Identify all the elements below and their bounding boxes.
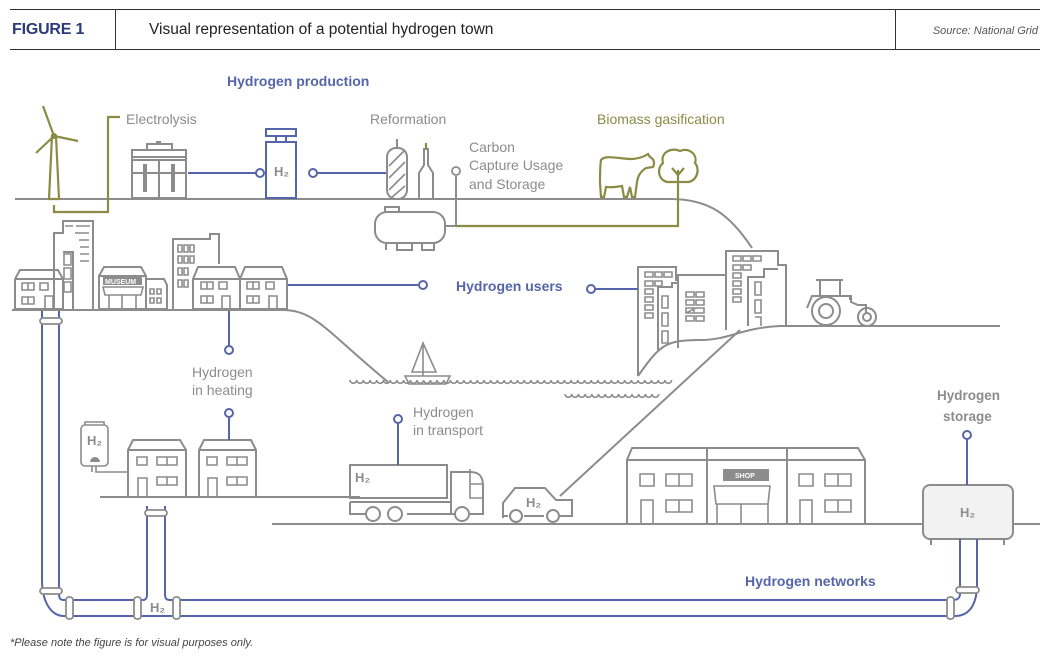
gas-cylinder-icon: H₂	[265, 128, 297, 199]
section-hydrogen-networks: Hydrogen networks	[745, 573, 876, 589]
connector-node	[308, 168, 318, 178]
storage-tank-icon	[374, 206, 446, 251]
ccus-pipe	[445, 176, 457, 227]
hydrogen-network-pipes: H₂	[39, 311, 980, 620]
ground-hill	[637, 325, 1000, 377]
footnote: *Please note the figure is for visual pu…	[10, 637, 254, 649]
tractor-icon	[806, 279, 877, 327]
heating-houses	[127, 439, 257, 498]
connector-node	[224, 408, 234, 418]
electrolyser-icon	[131, 141, 187, 199]
left-town: MUSEUM	[14, 220, 288, 310]
label-biomass: Biomass gasification	[597, 111, 725, 127]
label-storage-2: storage	[943, 409, 992, 424]
connector-node	[393, 414, 403, 424]
label-ccus-1: Carbon	[469, 139, 515, 155]
boat-icon	[403, 340, 452, 385]
label-electrolysis: Electrolysis	[126, 111, 197, 127]
label-ccus-2: Capture Usage	[469, 157, 563, 173]
svg-text:SHOP: SHOP	[735, 473, 755, 480]
truck-icon: H₂	[349, 464, 484, 522]
label-transport-2: in transport	[413, 422, 483, 438]
svg-text:H₂: H₂	[150, 600, 165, 615]
ground-top	[15, 198, 753, 249]
section-hydrogen-production: Hydrogen production	[227, 73, 369, 89]
connector-node	[418, 280, 428, 290]
connector-node	[586, 284, 596, 294]
ground-middle	[12, 309, 389, 383]
storage-unit-icon: H₂	[922, 484, 1014, 545]
section-hydrogen-users: Hydrogen users	[456, 278, 563, 294]
label-reformation: Reformation	[370, 111, 446, 127]
connector-node	[962, 430, 972, 440]
svg-text:H₂: H₂	[355, 470, 370, 485]
figure-header: FIGURE 1 Visual representation of a pote…	[10, 9, 1040, 50]
svg-text:MUSEUM: MUSEUM	[105, 279, 136, 286]
svg-text:H₂: H₂	[274, 164, 289, 179]
svg-text:H₂: H₂	[960, 505, 975, 520]
svg-text:H₂: H₂	[87, 433, 102, 448]
ground-slope	[559, 329, 741, 497]
figure-label: FIGURE 1	[12, 21, 85, 38]
svg-text:H₂: H₂	[526, 495, 541, 510]
water-waves	[349, 379, 673, 399]
cow-icon	[598, 152, 656, 199]
label-heating-1: Hydrogen	[192, 364, 253, 380]
label-ccus-3: and Storage	[469, 176, 545, 192]
label-storage-1: Hydrogen	[937, 388, 1000, 403]
header-divider	[895, 10, 896, 49]
shop-row: SHOP	[626, 447, 866, 525]
connector-node	[451, 166, 461, 176]
label-heating-2: in heating	[192, 382, 253, 398]
wind-turbine-icon	[35, 105, 120, 214]
biomass-pipe	[456, 170, 680, 228]
source-note: Source: National Grid	[932, 25, 1038, 37]
figure-title: Visual representation of a potential hyd…	[149, 21, 494, 38]
connector-node	[255, 168, 265, 178]
tree-icon	[657, 148, 699, 184]
car-icon: H₂	[502, 487, 573, 523]
boiler-icon: H₂	[80, 421, 128, 473]
right-city	[637, 250, 787, 376]
header-divider	[115, 10, 116, 49]
connector-node	[224, 345, 234, 355]
reformer-icon	[386, 139, 434, 200]
label-transport-1: Hydrogen	[413, 404, 474, 420]
